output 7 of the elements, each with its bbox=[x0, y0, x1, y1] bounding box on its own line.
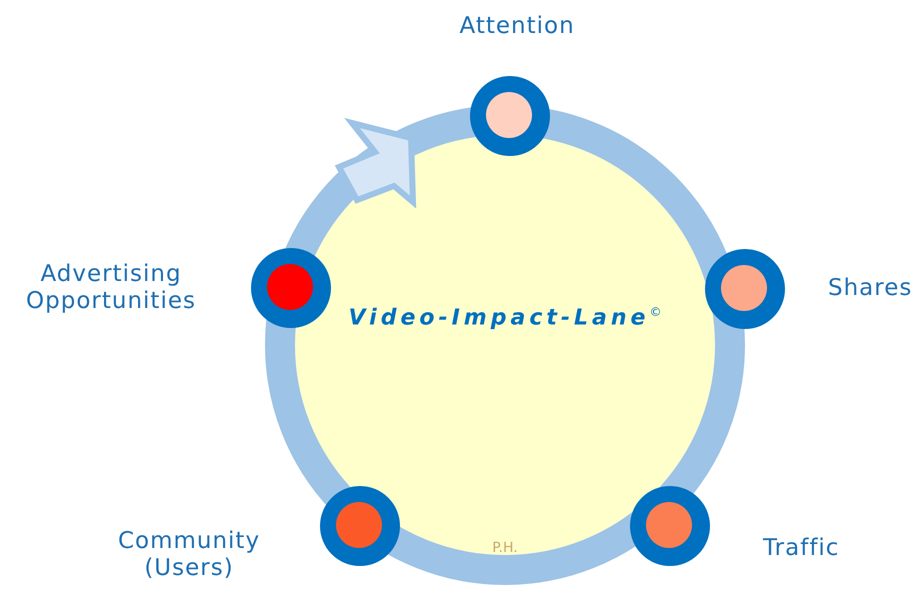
author-initials: P.H. bbox=[491, 540, 519, 556]
stage-label: Community (Users) bbox=[116, 528, 262, 583]
stage-label: Advertising Opportunities bbox=[25, 260, 197, 316]
stage-label: Attention bbox=[460, 13, 575, 41]
stage-label: Traffic bbox=[763, 535, 840, 563]
stage-label: Shares bbox=[828, 275, 912, 303]
center-title: Video-Impact-Lane$^{©}$ bbox=[348, 305, 662, 330]
